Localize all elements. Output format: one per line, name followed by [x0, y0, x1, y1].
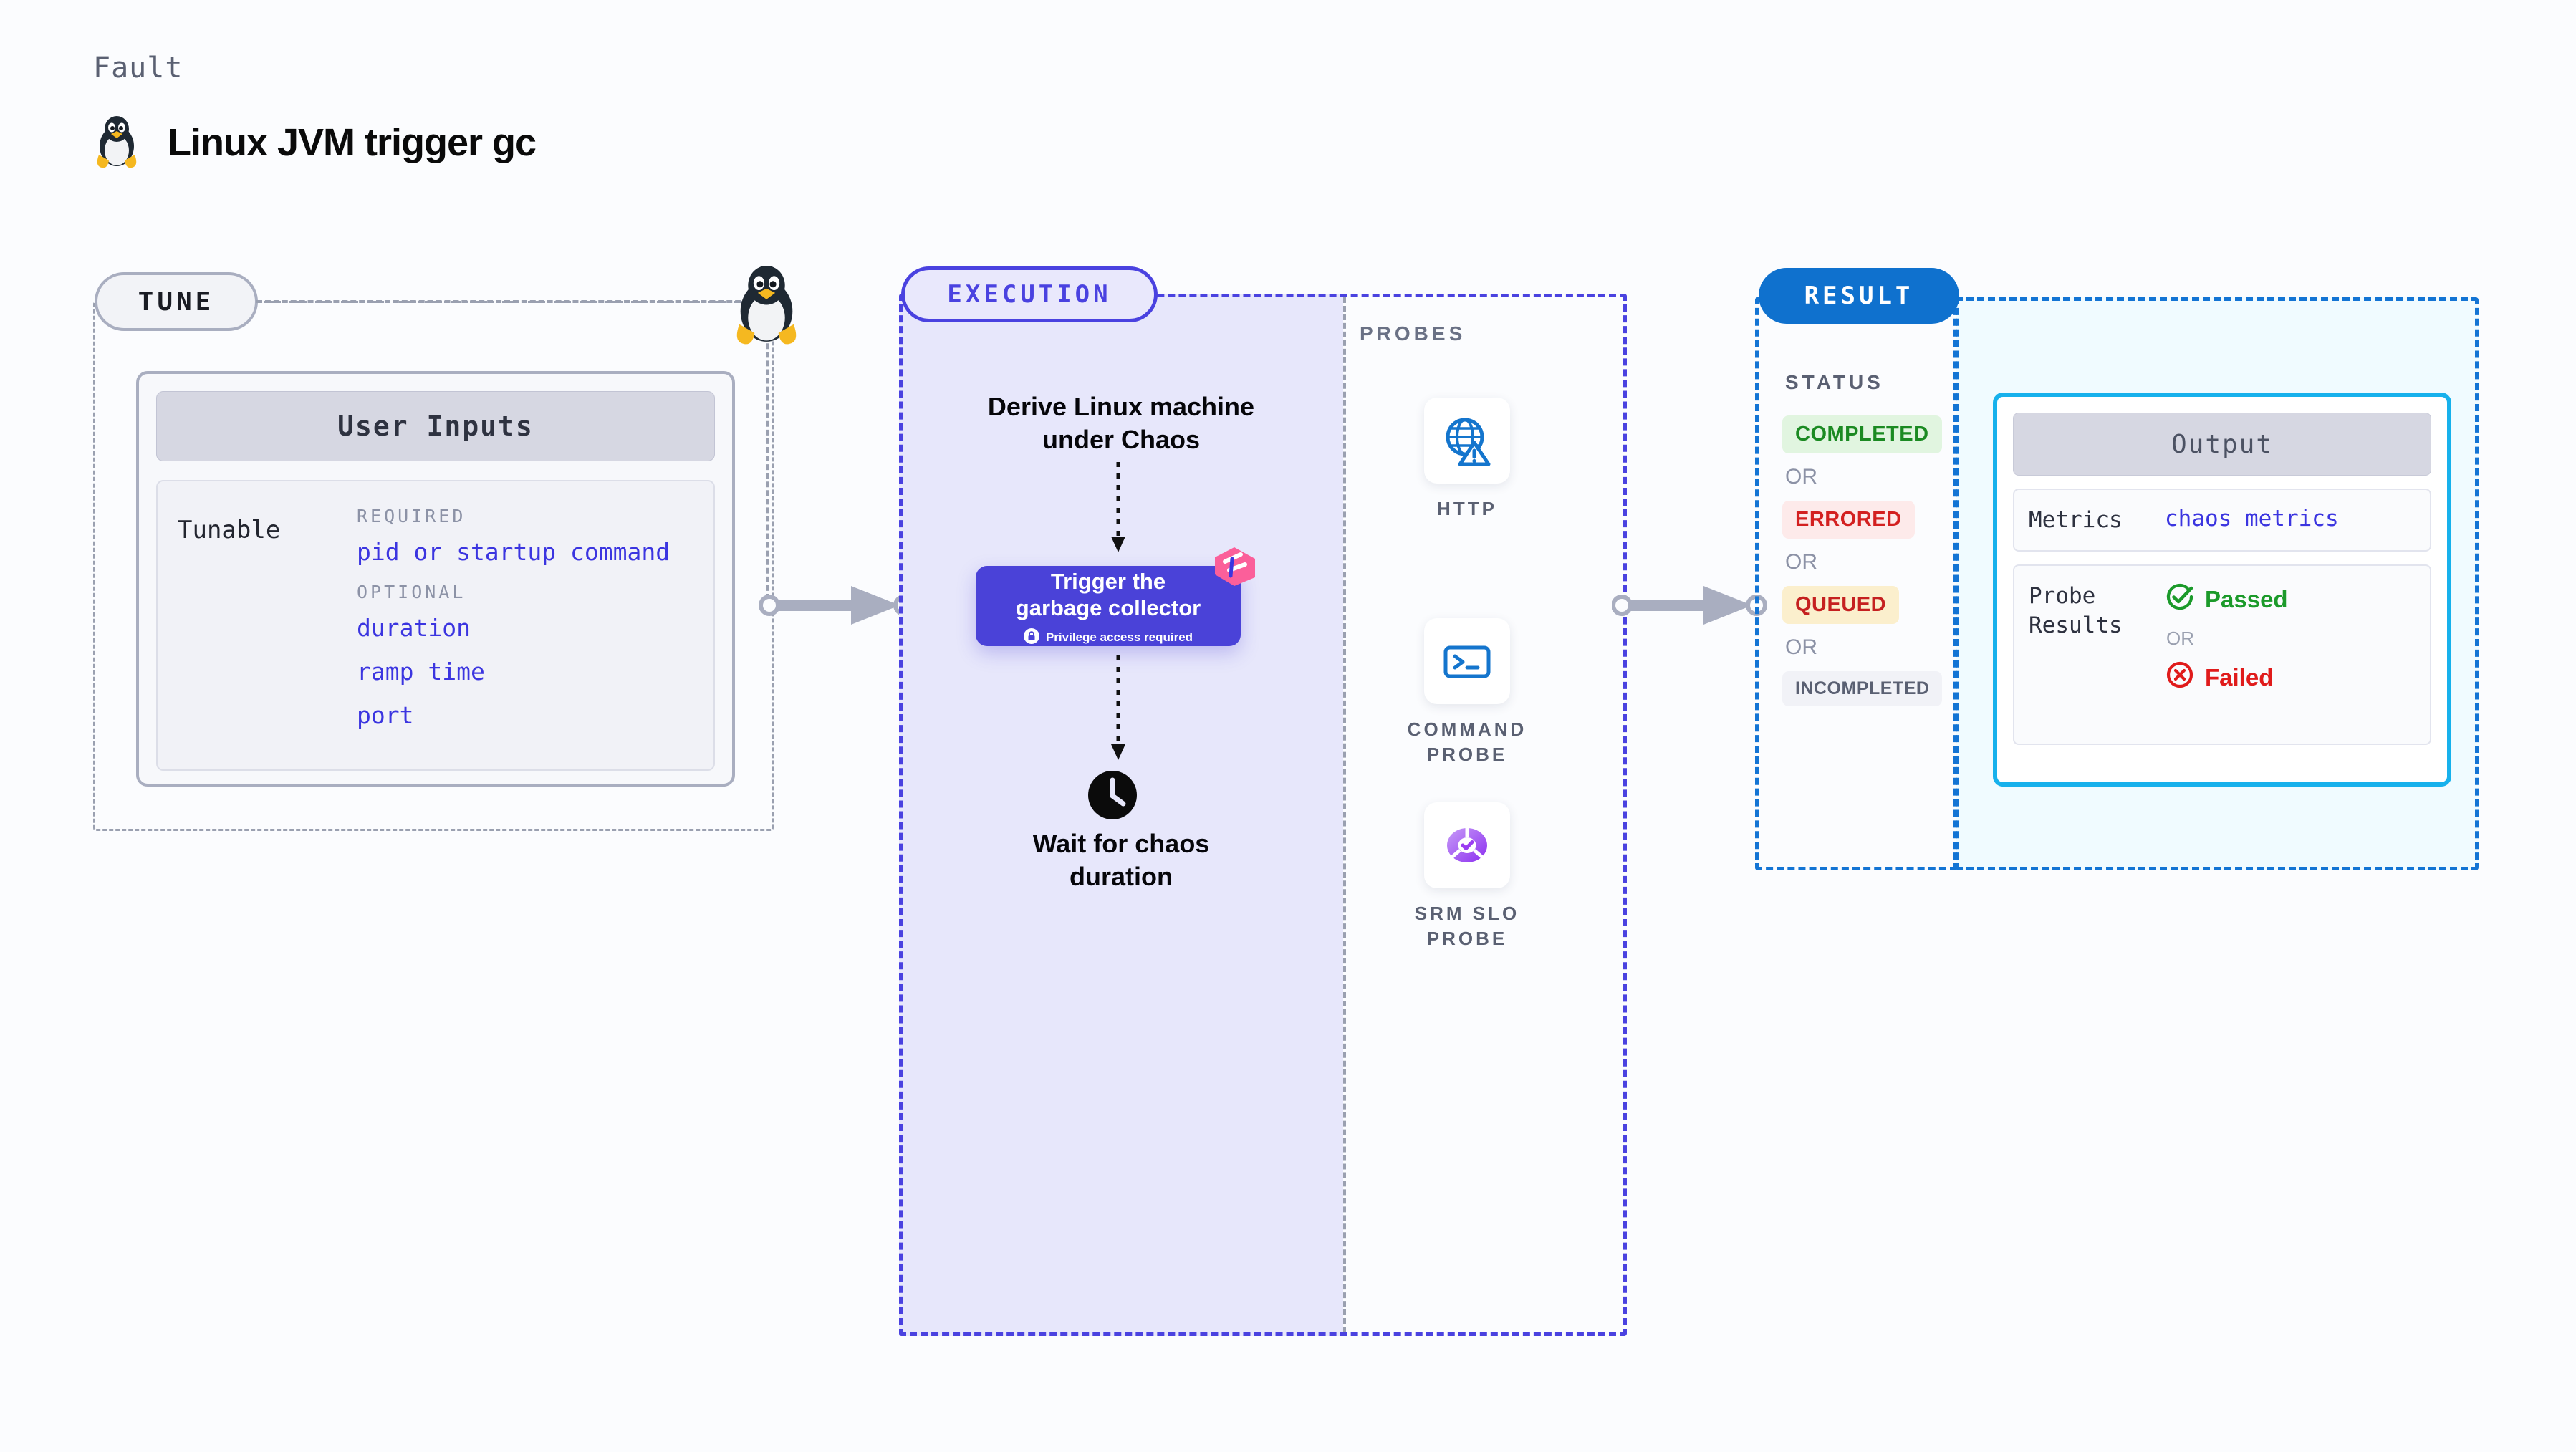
- execution-step-wait-duration: Wait for chaos duration: [899, 827, 1343, 893]
- probe-srm-slo-label-line-1: SRM SLO: [1414, 903, 1520, 924]
- page-title-row: Linux JVM trigger gc: [93, 115, 537, 170]
- probe-result-or: OR: [2166, 628, 2194, 650]
- tunable-row-label: Tunable: [178, 516, 281, 544]
- failed-label: Failed: [2205, 664, 2274, 691]
- tunable-groups: REQUIRED pid or startup command OPTIONAL…: [357, 506, 693, 745]
- tunable-port[interactable]: port: [357, 701, 414, 729]
- tunable-pid-or-startup-command[interactable]: pid or startup command: [357, 538, 671, 566]
- probe-command-label-line-2: PROBE: [1426, 744, 1508, 766]
- metrics-label: Metrics: [2029, 507, 2123, 533]
- probe-http-label-line-1: HTTP: [1437, 498, 1497, 519]
- probe-srm-slo[interactable]: SRM SLO PROBE: [1360, 802, 1575, 951]
- result-pill[interactable]: RESULT: [1759, 268, 1959, 324]
- execution-panel: [899, 294, 1627, 1336]
- probe-results-label-line-1: Probe: [2029, 583, 2096, 610]
- probe-command[interactable]: COMMAND PROBE: [1360, 618, 1575, 767]
- tune-connector-vertical: [766, 300, 769, 608]
- tune-pill[interactable]: TUNE: [95, 272, 258, 331]
- chaos-fault-badge-icon: [1212, 546, 1256, 591]
- trigger-garbage-collector-card[interactable]: Trigger the garbage collector Privilege …: [976, 566, 1241, 646]
- trigger-card-title-line-1: Trigger the: [1050, 569, 1166, 595]
- probe-srm-slo-label: SRM SLO PROBE: [1360, 901, 1575, 951]
- probe-result-passed: Passed: [2165, 582, 2288, 617]
- derive-line-2: under Chaos: [1042, 425, 1201, 455]
- probes-section-label: PROBES: [1360, 322, 1466, 345]
- slo-donut-check-icon: [1424, 802, 1510, 888]
- status-badge-incompleted: INCOMPLETED: [1782, 671, 1943, 706]
- probe-results-label: Probe Results: [2029, 582, 2165, 728]
- dotted-arrow-down-1: [1110, 462, 1127, 559]
- status-badge-queued: QUEUED: [1782, 586, 1900, 624]
- probe-results-label-line-2: Results: [2029, 612, 2123, 638]
- probe-http-label: HTTP: [1360, 496, 1575, 521]
- output-card: Output Metrics chaos metrics Probe Resul…: [1993, 393, 2451, 787]
- user-inputs-card: User Inputs Tunable REQUIRED pid or star…: [136, 371, 735, 787]
- execution-pill[interactable]: EXECUTION: [901, 266, 1158, 322]
- page-kicker: Fault: [93, 52, 183, 85]
- probe-command-label-line-1: COMMAND: [1407, 718, 1527, 740]
- probes-column-divider: [1343, 297, 1346, 1332]
- status-or-1: OR: [1785, 465, 1817, 489]
- status-badge-completed: COMPLETED: [1782, 415, 1942, 453]
- x-circle-icon: [2165, 660, 2195, 696]
- trigger-card-title-line-2: garbage collector: [1015, 595, 1201, 620]
- probe-srm-slo-label-line-2: PROBE: [1426, 928, 1508, 950]
- output-metrics-row: Metrics chaos metrics: [2013, 489, 2431, 552]
- probe-results-values: Passed OR Failed: [2165, 582, 2288, 728]
- check-circle-icon: [2165, 582, 2195, 617]
- status-badge-list: COMPLETED OR ERRORED OR QUEUED OR INCOMP…: [1782, 415, 1961, 706]
- connector-execution-to-result: [1611, 580, 1769, 634]
- lock-icon: [1023, 628, 1039, 648]
- user-inputs-body: Tunable REQUIRED pid or startup command …: [156, 480, 715, 771]
- optional-group-label: OPTIONAL: [357, 582, 466, 602]
- status-or-2: OR: [1785, 550, 1817, 574]
- globe-warning-icon: [1424, 398, 1510, 484]
- clock-icon: [1085, 768, 1140, 826]
- metrics-value[interactable]: chaos metrics: [2165, 506, 2339, 532]
- tune-connector-horizontal: [256, 300, 758, 303]
- user-inputs-header: User Inputs: [156, 391, 715, 461]
- page-title: Linux JVM trigger gc: [168, 121, 537, 164]
- status-section-label: STATUS: [1785, 371, 1884, 393]
- terminal-icon: [1424, 618, 1510, 704]
- probe-http[interactable]: HTTP: [1360, 398, 1575, 521]
- linux-penguin-icon: [93, 115, 140, 170]
- output-probe-results-row: Probe Results Passed OR: [2013, 564, 2431, 746]
- execution-step-derive-machine: Derive Linux machine under Chaos: [899, 390, 1343, 456]
- output-card-header: Output: [2013, 413, 2431, 476]
- status-or-3: OR: [1785, 635, 1817, 659]
- connector-tune-to-execution: [759, 580, 917, 634]
- wait-line-2: duration: [1070, 862, 1173, 892]
- probe-command-label: COMMAND PROBE: [1360, 717, 1575, 767]
- tunable-duration[interactable]: duration: [357, 614, 471, 642]
- derive-line-1: Derive Linux machine: [987, 392, 1255, 421]
- privilege-note: Privilege access required: [1023, 628, 1193, 648]
- privilege-note-text: Privilege access required: [1045, 630, 1193, 645]
- required-group-label: REQUIRED: [357, 506, 466, 527]
- tunable-ramp-time[interactable]: ramp time: [357, 658, 485, 686]
- wait-line-1: Wait for chaos: [1032, 829, 1210, 858]
- linux-penguin-node-icon: [729, 264, 804, 352]
- probe-result-failed: Failed: [2165, 660, 2288, 696]
- passed-label: Passed: [2205, 586, 2288, 613]
- dotted-arrow-down-2: [1110, 655, 1127, 766]
- status-badge-errored: ERRORED: [1782, 501, 1915, 539]
